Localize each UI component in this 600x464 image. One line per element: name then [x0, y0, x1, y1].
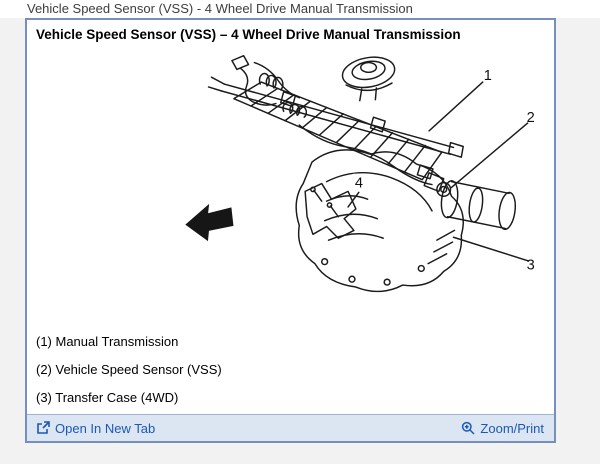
callout-2: 2 [527, 110, 535, 126]
external-link-icon [37, 421, 50, 434]
page-title: Vehicle Speed Sensor (VSS) - 4 Wheel Dri… [27, 1, 413, 16]
open-in-new-tab-link[interactable]: Open In New Tab [36, 421, 155, 436]
open-in-new-tab-label: Open In New Tab [55, 420, 156, 436]
callout-4-backing [352, 173, 368, 191]
diagram-panel: Vehicle Speed Sensor (VSS) – 4 Wheel Dri… [25, 18, 556, 443]
transmission-diagram: 1 2 3 4 [185, 55, 535, 293]
legend: (1) Manual Transmission (2) Vehicle Spee… [27, 328, 554, 414]
panel-title: Vehicle Speed Sensor (VSS) – 4 Wheel Dri… [36, 27, 461, 42]
zoom-print-link[interactable]: Zoom/Print [461, 421, 544, 436]
top-title-bar: Vehicle Speed Sensor (VSS) - 4 Wheel Dri… [0, 0, 600, 18]
callout-1: 1 [484, 68, 492, 84]
diagram-area: 1 2 3 4 [27, 45, 554, 328]
callout-4: 4 [355, 175, 363, 191]
callout-3: 3 [527, 257, 535, 273]
zoom-print-label: Zoom/Print [480, 420, 544, 436]
zoom-magnifier-icon [462, 421, 475, 435]
legend-item-2: (2) Vehicle Speed Sensor (VSS) [36, 362, 222, 377]
legend-item-3: (3) Transfer Case (4WD) [36, 390, 179, 405]
legend-item-1: (1) Manual Transmission [36, 334, 179, 349]
front-direction-arrow [185, 203, 234, 242]
panel-footer: Open In New Tab Zoom/Print [27, 414, 554, 441]
